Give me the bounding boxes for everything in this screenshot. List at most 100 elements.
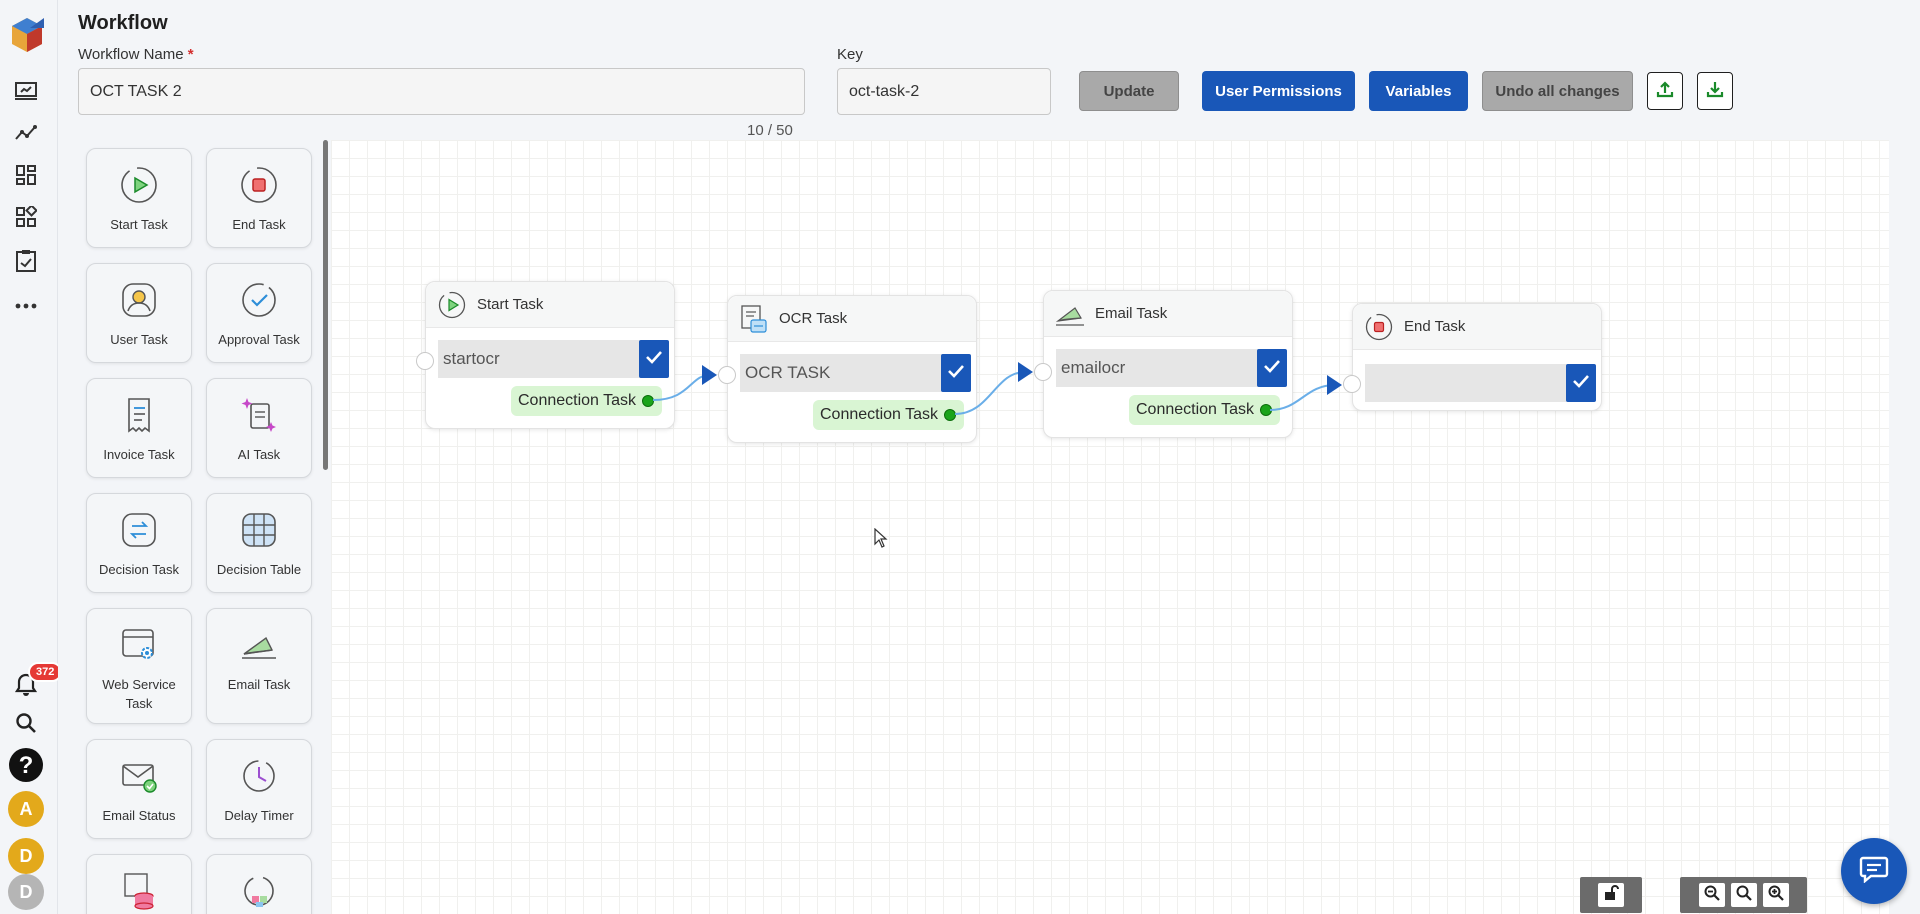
palette-label: Decision Task xyxy=(99,562,179,577)
zoom-controls xyxy=(1680,877,1807,913)
node-end-task[interactable]: End Task xyxy=(1352,303,1602,411)
workflow-name-label: Workflow Name * xyxy=(78,46,194,63)
palette-label: Delay Timer xyxy=(224,808,294,823)
palette-scrollbar[interactable] xyxy=(323,140,328,470)
node-field[interactable]: startocr xyxy=(438,340,646,378)
confirm-check-button[interactable] xyxy=(1566,364,1596,402)
avatar[interactable]: A xyxy=(8,791,44,827)
analytics-icon[interactable] xyxy=(11,118,41,148)
email-plane-icon xyxy=(1055,299,1085,329)
unlock-icon xyxy=(1603,884,1619,906)
undo-all-changes-button[interactable]: Undo all changes xyxy=(1482,71,1633,111)
output-port-dot[interactable] xyxy=(1260,404,1272,416)
character-counter: 10 / 50 xyxy=(747,122,793,139)
palette-ai-task[interactable]: AI Task xyxy=(206,378,312,478)
left-rail: 372 ? A D D xyxy=(0,0,63,914)
node-input-port[interactable] xyxy=(1343,375,1361,393)
svg-text:?: ? xyxy=(19,752,34,779)
palette-decision-table[interactable]: Decision Table xyxy=(206,493,312,593)
palette-label: Email Status xyxy=(102,808,176,823)
palette-web-service-task[interactable]: Web Service Task xyxy=(86,608,192,724)
output-port-dot[interactable] xyxy=(944,409,956,421)
timer-clock-icon xyxy=(239,756,279,796)
play-icon xyxy=(119,165,159,205)
palette-label: AI Task xyxy=(237,447,281,462)
widgets-icon[interactable] xyxy=(11,202,41,232)
lock-control xyxy=(1580,877,1642,913)
check-icon xyxy=(1572,374,1590,393)
node-field[interactable]: OCR TASK xyxy=(740,354,948,392)
node-ocr-task[interactable]: OCR Task OCR TASK Connection Task xyxy=(727,295,977,443)
workflow-name-input[interactable]: OCT TASK 2 xyxy=(78,68,805,115)
search-icon[interactable] xyxy=(11,708,41,738)
node-input-port[interactable] xyxy=(416,352,434,370)
palette-decision-task[interactable]: Decision Task xyxy=(86,493,192,593)
node-start-task[interactable]: Start Task startocr Connection Task xyxy=(425,281,675,429)
download-button[interactable] xyxy=(1697,72,1733,110)
palette-integration-task[interactable] xyxy=(206,854,312,914)
check-icon xyxy=(1263,359,1281,378)
chat-icon xyxy=(1859,855,1889,888)
palette-end-task[interactable]: End Task xyxy=(206,148,312,248)
ai-sparkle-icon xyxy=(239,395,279,435)
palette-delay-timer[interactable]: Delay Timer xyxy=(206,739,312,839)
palette-user-task[interactable]: User Task xyxy=(86,263,192,363)
node-title: Email Task xyxy=(1095,305,1168,322)
node-input-port[interactable] xyxy=(718,366,736,384)
variables-button[interactable]: Variables xyxy=(1369,71,1468,111)
upload-button[interactable] xyxy=(1647,72,1683,110)
connection-task-output[interactable]: Connection Task xyxy=(511,386,662,416)
connection-task-output[interactable]: Connection Task xyxy=(813,400,964,430)
more-icon[interactable] xyxy=(11,291,41,321)
task-palette: Start Task End Task User Task Approval T… xyxy=(58,140,326,914)
connection-label: Connection Task xyxy=(518,392,636,409)
palette-invoice-task[interactable]: Invoice Task xyxy=(86,378,192,478)
palette-label: Approval Task xyxy=(218,332,300,347)
key-input[interactable]: oct-task-2 xyxy=(837,68,1051,115)
required-mark: * xyxy=(187,46,194,63)
palette-database-task[interactable] xyxy=(86,854,192,914)
stop-icon xyxy=(1364,312,1394,342)
dashboard-icon[interactable] xyxy=(11,160,41,190)
zoom-fit-icon xyxy=(1736,885,1752,906)
workflow-canvas[interactable] xyxy=(331,140,1889,914)
table-grid-icon xyxy=(239,510,279,550)
mouse-cursor-icon xyxy=(874,527,888,553)
lock-button[interactable] xyxy=(1598,883,1624,907)
zoom-out-button[interactable] xyxy=(1698,883,1725,907)
node-field[interactable]: emailocr xyxy=(1056,349,1264,387)
zoom-in-button[interactable] xyxy=(1762,883,1789,907)
confirm-check-button[interactable] xyxy=(1257,349,1287,387)
connection-task-output[interactable]: Connection Task xyxy=(1129,395,1280,425)
palette-email-status[interactable]: Email Status xyxy=(86,739,192,839)
decision-arrows-icon xyxy=(119,510,159,550)
palette-start-task[interactable]: Start Task xyxy=(86,148,192,248)
node-field[interactable] xyxy=(1365,364,1573,402)
invoice-icon xyxy=(119,395,159,435)
avatar[interactable]: D xyxy=(8,874,44,910)
page-title: Workflow xyxy=(78,12,168,34)
app-logo-icon[interactable] xyxy=(10,16,44,56)
email-status-icon xyxy=(119,756,159,796)
chat-button[interactable] xyxy=(1841,838,1907,904)
node-title: Start Task xyxy=(477,296,544,313)
output-port-dot[interactable] xyxy=(642,395,654,407)
palette-email-task[interactable]: Email Task xyxy=(206,608,312,724)
confirm-check-button[interactable] xyxy=(941,354,971,392)
monitor-icon[interactable] xyxy=(11,76,41,106)
avatar[interactable]: D xyxy=(8,838,44,874)
ocr-document-icon xyxy=(739,304,769,334)
help-icon[interactable]: ? xyxy=(8,747,44,783)
web-service-gear-icon xyxy=(119,625,159,665)
palette-approval-task[interactable]: Approval Task xyxy=(206,263,312,363)
user-permissions-button[interactable]: User Permissions xyxy=(1202,71,1355,111)
confirm-check-button[interactable] xyxy=(639,340,669,378)
update-button[interactable]: Update xyxy=(1079,71,1179,111)
node-email-task[interactable]: Email Task emailocr Connection Task xyxy=(1043,290,1293,438)
zoom-out-icon xyxy=(1704,885,1720,906)
download-icon xyxy=(1706,80,1724,102)
task-checklist-icon[interactable] xyxy=(11,246,41,276)
zoom-reset-button[interactable] xyxy=(1730,883,1757,907)
node-input-port[interactable] xyxy=(1034,363,1052,381)
email-plane-icon xyxy=(239,625,279,665)
